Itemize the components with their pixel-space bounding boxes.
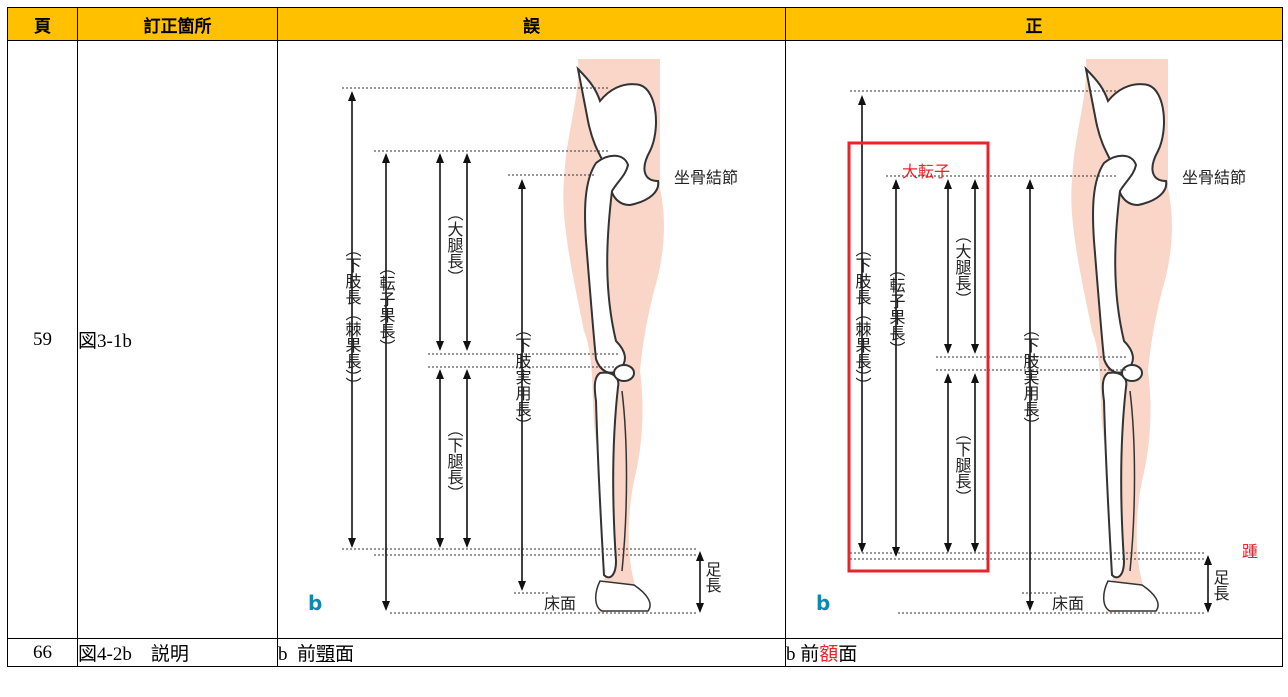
lower-leg-length-label: （下腿長） (445, 421, 464, 501)
trochanter-length-label: （転子果長） (887, 261, 906, 357)
header-wrong: 誤 (277, 7, 786, 41)
correct-char: 額 (819, 644, 839, 665)
correction-location: 図4-2b 説明 (77, 638, 278, 667)
patella-bone (613, 364, 635, 382)
foot-bones (1103, 580, 1159, 612)
correct-figure-cell: 大転子 踵 （下肢長（棘果長）） （転子果長） （大腿長） （下腿長） （下肢実… (785, 40, 1283, 639)
correction-highlight-box (847, 141, 990, 573)
errata-table: 頁 訂正箇所 誤 正 59 図3-1b (7, 7, 1283, 667)
table-row: 66 図4-2b 説明 b 前顎面 b 前額面 (7, 638, 1283, 667)
ischial-label: 坐骨結節 (674, 168, 738, 187)
wrong-figure-cell: （下肢長（棘果長）） （転子果長） （大腿長） （下腿長） （下肢実用長） 足長… (277, 40, 786, 639)
tibia-bone (593, 371, 620, 579)
wrong-text-prefix: b 前 (278, 644, 317, 665)
heel-label: 踵 (1242, 542, 1258, 561)
foot-length-label: 足長 (703, 561, 722, 593)
correct-text: b 前額面 (785, 638, 1283, 667)
fibula-bone (1129, 390, 1136, 572)
correction-location: 図3-1b (77, 40, 278, 639)
figure-label-b: b (308, 591, 322, 615)
floor-label: 床面 (544, 594, 576, 613)
lower-leg-length-label: （下腿長） (953, 425, 972, 505)
table-row: 59 図3-1b (7, 40, 1283, 639)
greater-trochanter-label: 大転子 (902, 162, 950, 181)
thigh-length-label: （大腿長） (445, 205, 464, 285)
total-length-label: （下肢長（棘果長）） (853, 241, 872, 393)
page-number: 66 (7, 638, 78, 667)
foot-bones (595, 580, 651, 612)
femur-bone (1092, 154, 1138, 374)
wrong-leg-figure: （下肢長（棘果長）） （転子果長） （大腿長） （下腿長） （下肢実用長） 足長… (308, 59, 738, 615)
actual-length-label: （下肢実用長） (1021, 321, 1040, 433)
patella-bone (1121, 364, 1143, 382)
figure-label-b: b (816, 591, 830, 615)
trochanter-length-label: （転子果長） (377, 259, 396, 355)
thigh-length-label: （大腿長） (953, 227, 972, 307)
ischial-label: 坐骨結節 (1182, 168, 1246, 187)
header-row: 頁 訂正箇所 誤 正 (7, 7, 1283, 41)
foot-length-label: 足長 (1211, 569, 1230, 601)
wrong-text-suffix: 面 (335, 644, 355, 665)
femur-bone (584, 154, 630, 374)
correct-leg-figure: 大転子 踵 （下肢長（棘果長）） （転子果長） （大腿長） （下腿長） （下肢実… (816, 59, 1258, 615)
actual-length-label: （下肢実用長） (513, 321, 532, 433)
page-number: 59 (7, 40, 78, 639)
floor-label: 床面 (1052, 594, 1084, 613)
header-location: 訂正箇所 (77, 7, 278, 41)
total-length-label: （下肢長（棘果長）） (343, 241, 362, 393)
wrong-text: b 前顎面 (277, 638, 786, 667)
tibia-bone (1101, 371, 1128, 579)
wrong-char: 顎 (316, 644, 336, 665)
correct-text-prefix: b 前 (786, 644, 820, 665)
header-correct: 正 (785, 7, 1283, 41)
header-page: 頁 (7, 7, 78, 41)
correct-text-suffix: 面 (838, 644, 858, 665)
